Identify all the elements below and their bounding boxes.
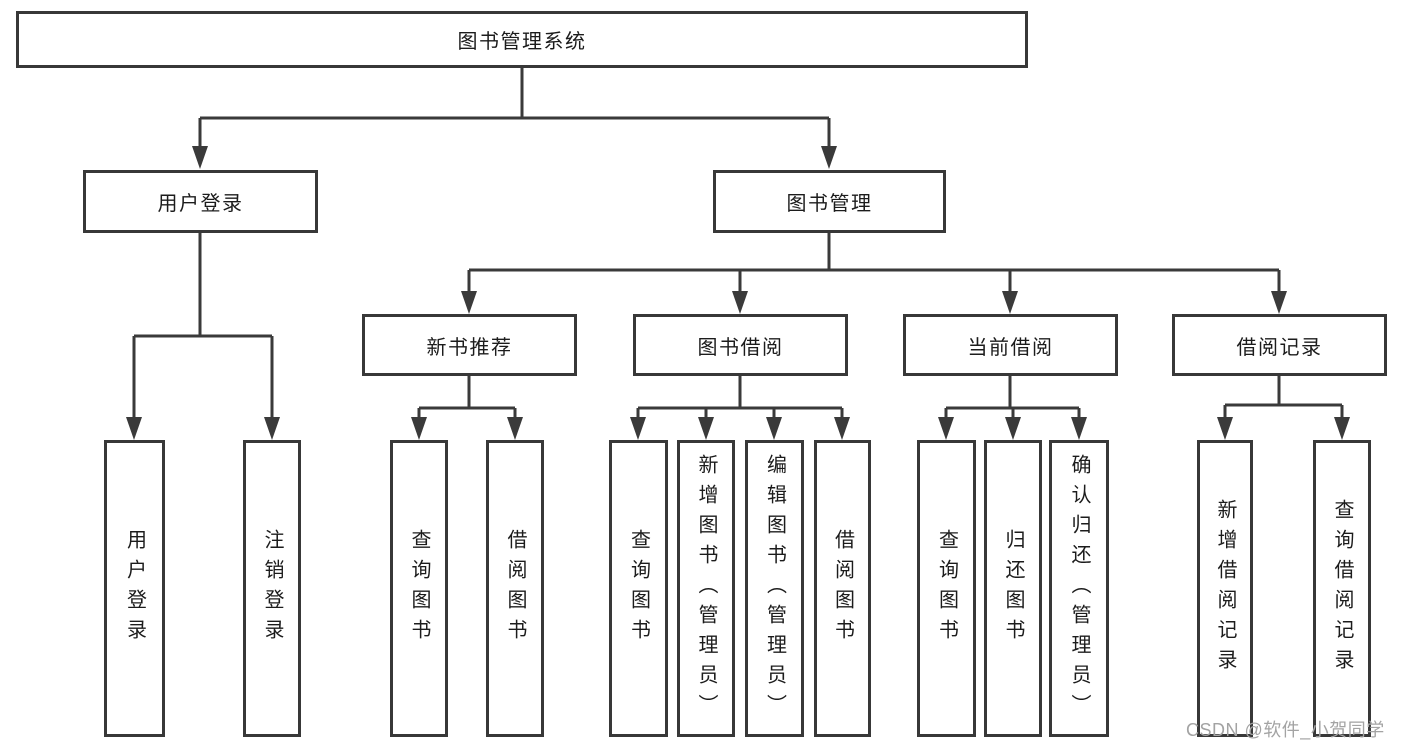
leaf-return-book: 归还图书 [984, 440, 1042, 737]
arrowhead-icon [507, 417, 523, 440]
leaf-edit-book-admin: 编辑图书（管理员） [745, 440, 804, 737]
arrowhead-icon [461, 291, 477, 314]
leaf-logout-label: 注销登录 [261, 528, 283, 649]
leaf-add-book-admin-label: 新增图书（管理员） [695, 453, 717, 724]
connector-new-book-recommend-to-leaves [411, 376, 523, 440]
node-root-system: 图书管理系统 [16, 11, 1028, 68]
node-new-book-recommend-label: 新书推荐 [426, 336, 513, 359]
leaf-add-borrow-record-label: 新增借阅记录 [1214, 498, 1236, 679]
leaf-edit-book-admin-label: 编辑图书（管理员） [763, 453, 786, 724]
node-new-book-recommend: 新书推荐 [362, 314, 577, 376]
leaf-confirm-return-admin-label: 确认归还（管理员） [1068, 453, 1090, 724]
arrowhead-icon [698, 417, 714, 440]
leaf-search-books-2: 查询图书 [609, 440, 668, 737]
leaf-borrow-books-2: 借阅图书 [814, 440, 871, 737]
arrowhead-icon [1271, 291, 1287, 314]
leaf-search-books-1: 查询图书 [390, 440, 448, 737]
arrowhead-icon [192, 146, 208, 169]
node-book-management-label: 图书管理 [786, 193, 873, 215]
arrowhead-icon [1005, 417, 1021, 440]
arrowhead-icon [1071, 417, 1087, 440]
leaf-search-books-2-label: 查询图书 [627, 528, 650, 649]
arrowhead-icon [1334, 417, 1350, 440]
leaf-borrow-books-1-label: 借阅图书 [504, 528, 526, 649]
node-user-login: 用户登录 [83, 170, 318, 233]
arrowhead-icon [630, 417, 646, 440]
node-book-management: 图书管理 [713, 170, 946, 233]
leaf-query-borrow-record-label: 查询借阅记录 [1331, 498, 1353, 679]
arrowhead-icon [834, 417, 850, 440]
connector-root-to-level2 [192, 68, 837, 169]
arrowhead-icon [1217, 417, 1233, 440]
leaf-add-borrow-record: 新增借阅记录 [1197, 440, 1253, 737]
leaf-confirm-return-admin: 确认归还（管理员） [1049, 440, 1109, 737]
arrowhead-icon [411, 417, 427, 440]
leaf-search-books-3-label: 查询图书 [935, 528, 958, 649]
arrowhead-icon [732, 291, 748, 314]
connector-book-borrow-to-leaves [630, 376, 850, 440]
arrowhead-icon [264, 417, 280, 440]
leaf-user-login: 用户登录 [104, 440, 165, 737]
arrowhead-icon [766, 417, 782, 440]
arrowhead-icon [821, 146, 837, 169]
arrowhead-icon [938, 417, 954, 440]
node-user-login-label: 用户登录 [157, 193, 244, 215]
leaf-user-login-label: 用户登录 [123, 528, 146, 649]
leaf-search-books-1-label: 查询图书 [408, 528, 430, 649]
node-book-borrow: 图书借阅 [633, 314, 848, 376]
leaf-return-book-label: 归还图书 [1002, 528, 1024, 649]
leaf-query-borrow-record: 查询借阅记录 [1313, 440, 1371, 737]
connector-book-management-to-groups [461, 233, 1287, 314]
leaf-add-book-admin: 新增图书（管理员） [677, 440, 735, 737]
leaf-logout: 注销登录 [243, 440, 301, 737]
node-borrow-records-label: 借阅记录 [1236, 336, 1323, 359]
connector-borrow-records-to-leaves [1217, 376, 1350, 440]
connector-user-login-to-leaves [126, 233, 280, 440]
arrowhead-icon [1002, 291, 1018, 314]
node-borrow-records: 借阅记录 [1172, 314, 1387, 376]
leaf-borrow-books-2-label: 借阅图书 [831, 528, 854, 649]
watermark: CSDN @软件_小贺同学 [1186, 720, 1385, 740]
node-current-borrow-label: 当前借阅 [967, 336, 1054, 359]
leaf-search-books-3: 查询图书 [917, 440, 976, 737]
node-current-borrow: 当前借阅 [903, 314, 1118, 376]
node-root-label: 图书管理系统 [457, 31, 587, 53]
arrowhead-icon [126, 417, 142, 440]
leaf-borrow-books-1: 借阅图书 [486, 440, 544, 737]
connector-current-borrow-to-leaves [938, 376, 1087, 440]
node-book-borrow-label: 图书借阅 [697, 336, 784, 359]
